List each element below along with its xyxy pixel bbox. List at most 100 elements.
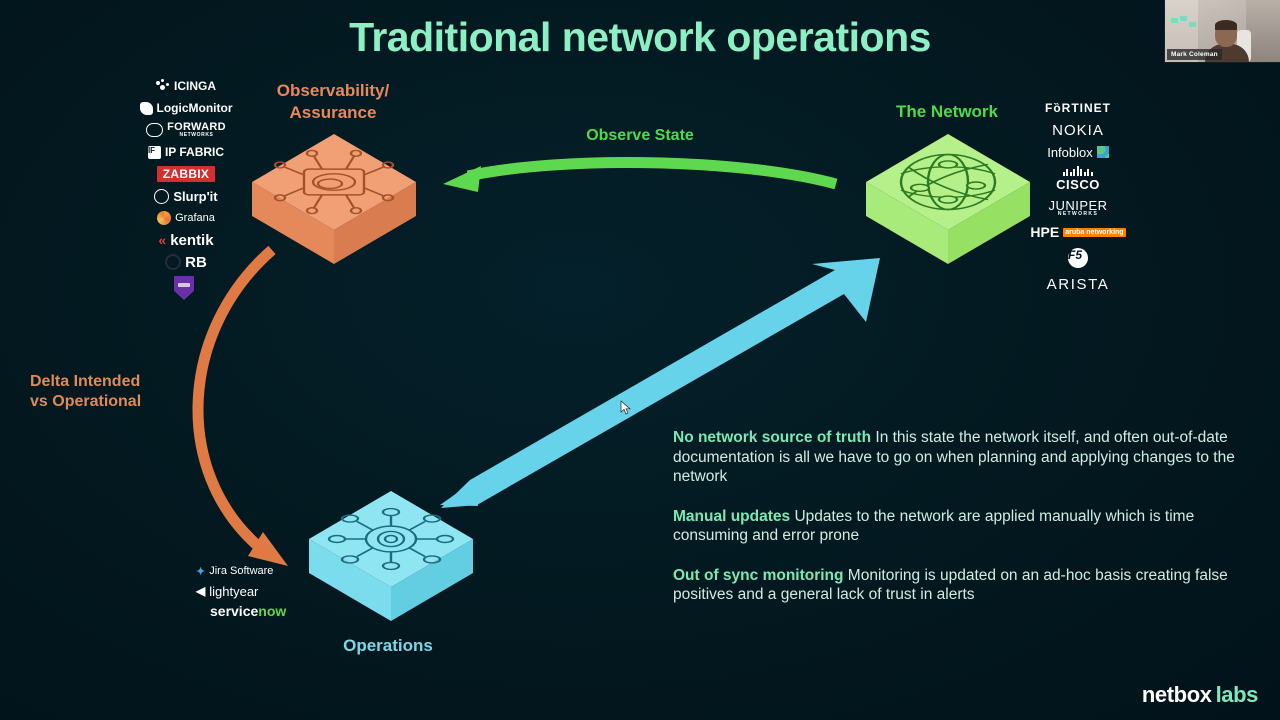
shield-icon [174,276,194,300]
slurpit-icon [154,188,170,204]
logo-nokia: NOKIA [1052,121,1104,139]
operations-cube [305,487,477,630]
logo-forward-label: FORWARD [167,121,226,133]
forward-networks-icon [146,123,164,137]
logo-forward-sublabel: NETWORKS [179,132,214,138]
logo-servicenow-label: service [210,603,259,619]
logo-icinga-label: ICINGA [174,79,216,93]
infoblox-icon [1096,146,1109,158]
participant-name-label: Mark Coleman [1167,49,1222,60]
logo-fortinet: FȍRTINET [1045,100,1111,116]
body-text-2: Updates to the network are applied manua… [673,507,1195,545]
icinga-icon [156,79,170,93]
sticky-note-icon [1180,16,1187,21]
delta-label-line2: vs Operational [30,393,142,411]
network-cube [862,130,1034,273]
logo-infoblox-label: Infoblox [1047,144,1093,160]
body-paragraph-3: Out of sync monitoring Monitoring is upd… [673,566,1251,605]
logicmonitor-icon [139,101,153,115]
logo-rb-label: RB [185,253,207,271]
body-heading-2: Manual updates [673,507,791,525]
observability-label-line2: Assurance [289,102,377,122]
logo-cisco-label: CISCO [1056,177,1100,192]
apply-changes-arrow [440,258,880,508]
logo-slurpit: Slurp'it [154,188,218,204]
operations-node-label: Operations [343,636,433,655]
logo-grafana: Grafana [157,210,215,226]
operations-vendor-logos: ✦ Jira Software ◀ lightyear service now [196,563,308,619]
logo-juniper-label: JUNIPER [1048,198,1108,213]
logo-arista: ARISTA [1046,275,1110,293]
logo-kentik: « kentik [158,231,214,249]
logo-forward-networks: FORWARD NETWORKS [146,122,226,138]
logo-kentik-label: kentik [170,231,214,249]
logo-grafana-label: Grafana [175,212,215,224]
logo-servicenow: service now [196,603,322,619]
observability-cube [248,130,420,273]
webcam-person-hair [1215,20,1237,30]
rb-icon [165,254,182,270]
logo-hpe-label: HPE [1030,224,1060,240]
logo-jira-label: Jira Software [209,565,274,577]
network-vendor-logos: FȍRTINET NOKIA Infoblox CISCO JUNIPER NE… [1028,100,1128,293]
observability-label-line1: Observability/ [276,81,390,100]
logo-infoblox: Infoblox [1047,144,1109,160]
body-copy: No network source of truth In this state… [673,428,1251,605]
logo-cisco: CISCO [1056,166,1100,192]
logo-zabbix-label: ZABBIX [156,166,216,182]
logo-juniper: JUNIPER NETWORKS [1048,198,1107,218]
body-text-1: In this state the network itself, and of… [673,429,1235,486]
logo-jira-software: ✦ Jira Software [196,563,308,579]
delta-arrow [192,245,288,566]
logo-ip-fabric-label: IP FABRIC [164,145,225,159]
logo-hpe-aruba: HPE aruba networking [1030,224,1126,240]
sticky-note-icon [1189,22,1196,27]
f5-icon: F5 [1068,248,1088,268]
logo-slurpit-label: Slurp'it [173,188,218,204]
cisco-icon [1062,166,1093,176]
page-title: Traditional network operations [349,14,931,60]
brand-secondary: labs [1215,682,1259,707]
mouse-cursor [620,400,631,415]
observe-state-arrow [443,157,838,192]
brand-primary: netbox [1141,682,1212,707]
observability-vendor-logos: ICINGA LogicMonitor FORWARD NETWORKS IF … [130,78,242,300]
jira-icon: ✦ [196,565,206,578]
logo-juniper-sublabel: NETWORKS [1057,211,1099,217]
logo-shield-vendor [174,276,198,300]
logo-f5: F5 [1068,246,1088,270]
logo-aruba-sublabel: aruba networking [1063,227,1126,237]
logo-fortinet-label: FȍRTINET [1045,101,1111,115]
logo-ip-fabric: IF IP FABRIC [147,144,225,160]
body-heading-1: No network source of truth [673,429,872,446]
logo-lightyear: ◀ lightyear [196,583,308,599]
body-text-3: Monitoring is updated on an ad-hoc basis… [673,566,1228,604]
sticky-note-icon [1171,18,1178,23]
logo-zabbix: ZABBIX [156,166,216,182]
grafana-icon [157,211,172,225]
logo-rb: RB [165,253,207,271]
logo-servicenow-sublabel: now [258,603,287,619]
delta-label-line1: Delta Intended [30,373,141,390]
body-heading-3: Out of sync monitoring [673,566,844,584]
observe-state-label: Observe State [586,127,694,144]
observability-node-label: Observability/ Assurance [248,80,418,124]
body-paragraph-2: Manual updates Updates to the network ar… [673,507,1251,546]
logo-lightyear-label: lightyear [209,583,259,599]
network-node-label: The Network [895,102,999,121]
logo-arista-label: ARISTA [1046,275,1110,293]
logo-logicmonitor-label: LogicMonitor [156,101,233,115]
webcam-overlay[interactable]: Mark Coleman [1164,0,1280,63]
lightyear-icon: ◀ [196,584,206,598]
kentik-icon: « [158,232,167,248]
body-paragraph-1: No network source of truth In this state… [673,428,1251,487]
webcam-wall-right [1246,0,1280,62]
ip-fabric-icon: IF [147,145,161,159]
logo-logicmonitor: LogicMonitor [139,100,233,116]
delta-arrow-label: Delta Intended vs Operational [30,372,180,413]
logo-f5-label: F5 [1068,248,1083,262]
logo-nokia-label: NOKIA [1052,121,1104,139]
